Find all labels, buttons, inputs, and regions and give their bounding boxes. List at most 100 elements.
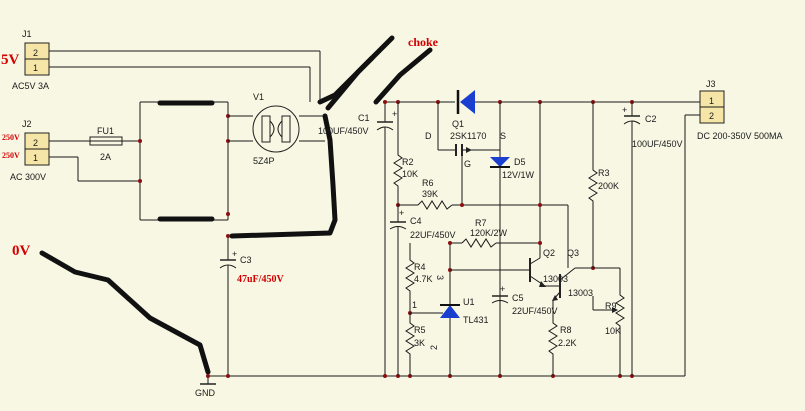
svg-text:200K: 200K (598, 181, 619, 191)
svg-text:+: + (392, 109, 397, 119)
choke-label: choke (408, 35, 439, 49)
svg-text:C2: C2 (645, 114, 657, 124)
svg-text:5Z4P: 5Z4P (253, 156, 275, 166)
zero-v-lead (39, 250, 211, 375)
svg-text:1: 1 (412, 300, 417, 310)
resistor-r4: R4 4.7K (405, 243, 433, 315)
capacitor-c4: + C4 22UF/450V (389, 205, 456, 376)
five-v-label: 5V (1, 52, 20, 68)
svg-text:10K: 10K (605, 326, 621, 336)
svg-text:+: + (232, 249, 237, 259)
svg-text:J2: J2 (22, 119, 32, 129)
svg-text:D5: D5 (514, 157, 526, 167)
svg-text:100UF/450V: 100UF/450V (632, 139, 683, 149)
svg-text:47uF/450V: 47uF/450V (237, 274, 284, 285)
svg-text:C1: C1 (358, 113, 370, 123)
svg-text:120K/2W: 120K/2W (470, 228, 508, 238)
capacitor-c1: + C1 100UF/450V (318, 102, 397, 376)
resistor-r7: R7 120K/2W (450, 218, 540, 248)
svg-text:+: + (622, 105, 627, 115)
resistor-r2: R2 10K (393, 102, 418, 207)
svg-text:2: 2 (429, 345, 439, 350)
svg-text:250V: 250V (2, 151, 20, 160)
choke-wire (325, 55, 375, 111)
connector-j3: 1 2 J3 DC 200-350V 500MA (684, 79, 783, 376)
svg-text:S: S (500, 131, 506, 141)
capacitor-c3: + C3 47uF/450V (219, 234, 284, 376)
svg-text:R8: R8 (560, 325, 572, 335)
resistor-r3: R3 200K (588, 102, 619, 268)
svg-text:R2: R2 (402, 157, 414, 167)
resistor-r8: R8 2.2K (548, 300, 577, 376)
svg-text:2A: 2A (100, 152, 111, 162)
zener-d5: D5 12V/1W (490, 150, 535, 376)
svg-text:Q2: Q2 (543, 248, 555, 258)
connector-j2: 2 1 J2 AC 300V 250V 250V (2, 119, 140, 182)
resistor-r6: R6 39K (398, 178, 568, 210)
svg-text:1: 1 (33, 153, 38, 163)
svg-text:R5: R5 (414, 325, 426, 335)
svg-text:2: 2 (33, 138, 38, 148)
svg-text:39K: 39K (422, 189, 438, 199)
svg-text:2: 2 (33, 48, 38, 58)
ground-rail: GND (195, 374, 685, 398)
svg-text:U1: U1 (463, 297, 475, 307)
svg-text:V1: V1 (253, 92, 264, 102)
svg-text:D: D (425, 131, 432, 141)
svg-text:C5: C5 (512, 293, 524, 303)
svg-text:AC 300V: AC 300V (10, 172, 46, 182)
regulator-u1: U1 TL431 3 1 2 (410, 241, 489, 376)
svg-text:+: + (399, 208, 404, 218)
capacitor-c5: + C5 22UF/450V (450, 269, 558, 316)
fuse-fu1: FU1 2A (89, 126, 140, 162)
transistor-q2: Q2 (500, 102, 555, 287)
mosfet-q1: Q1 2SK1170 D S G (425, 102, 506, 205)
svg-text:13003: 13003 (543, 274, 568, 284)
svg-text:J3: J3 (706, 79, 716, 89)
connector-j1: 2 1 J1 AC5V 3A (12, 29, 320, 91)
capacitor-c2: + C2 100UF/450V (622, 102, 683, 376)
svg-text:2SK1170: 2SK1170 (450, 131, 486, 141)
svg-text:+: + (500, 284, 505, 294)
svg-text:G: G (464, 159, 471, 169)
svg-text:3: 3 (435, 275, 445, 280)
svg-text:22UF/450V: 22UF/450V (512, 306, 558, 316)
svg-text:22UF/450V: 22UF/450V (410, 230, 456, 240)
svg-text:3K: 3K (414, 338, 425, 348)
svg-text:Q1: Q1 (452, 119, 464, 129)
svg-text:FU1: FU1 (97, 126, 114, 136)
resistor-r5: R5 3K (405, 313, 426, 376)
svg-text:2.2K: 2.2K (558, 338, 577, 348)
svg-text:R9: R9 (605, 301, 617, 311)
transformer-wiring (138, 100, 230, 222)
svg-text:C4: C4 (410, 216, 422, 226)
svg-text:10K: 10K (402, 169, 418, 179)
svg-text:TL431: TL431 (463, 315, 489, 325)
svg-text:R7: R7 (475, 218, 487, 228)
choke-inductor (229, 35, 395, 239)
svg-text:AC5V 3A: AC5V 3A (12, 81, 49, 91)
potentiometer-r9: R9 10K (592, 267, 625, 376)
svg-text:R6: R6 (422, 178, 434, 188)
svg-text:Q3: Q3 (567, 248, 579, 258)
transistor-q3: Q3 13003 13003 (543, 205, 595, 301)
rectifier-tube-v1: V1 5Z4P (228, 92, 325, 166)
svg-text:4.7K: 4.7K (414, 274, 433, 284)
svg-text:12V/1W: 12V/1W (502, 170, 535, 180)
svg-text:1: 1 (709, 96, 714, 106)
svg-text:100UF/450V: 100UF/450V (318, 126, 369, 136)
svg-text:GND: GND (195, 388, 216, 398)
top-rail (383, 100, 700, 104)
svg-text:1: 1 (33, 63, 38, 73)
svg-text:C3: C3 (240, 255, 252, 265)
svg-text:R3: R3 (598, 168, 610, 178)
svg-text:R4: R4 (414, 262, 426, 272)
svg-text:250V: 250V (2, 133, 20, 142)
svg-text:2: 2 (709, 111, 714, 121)
series-diode (456, 90, 475, 114)
svg-text:J1: J1 (22, 29, 32, 39)
zero-v-label: 0V (12, 243, 31, 259)
svg-text:DC 200-350V 500MA: DC 200-350V 500MA (697, 131, 783, 141)
svg-text:13003: 13003 (568, 288, 593, 298)
